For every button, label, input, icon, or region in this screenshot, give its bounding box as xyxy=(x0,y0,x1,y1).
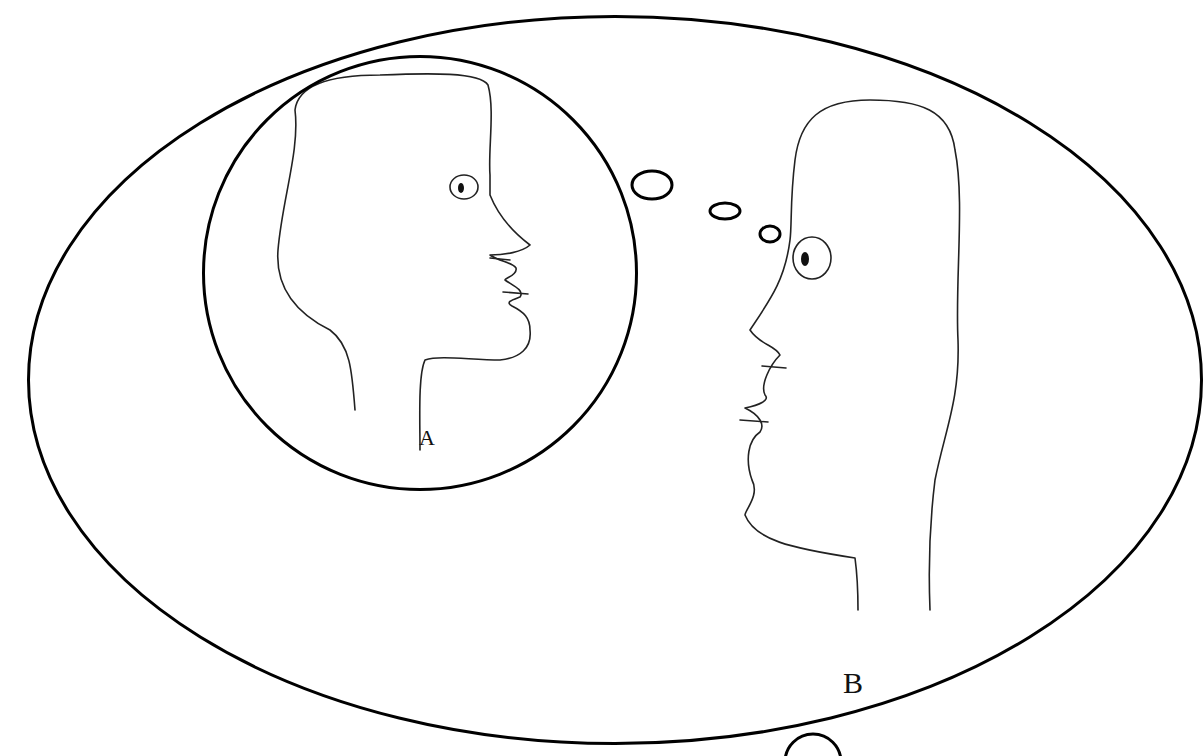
face-a-eye xyxy=(450,175,478,199)
thought-bubble xyxy=(710,203,740,219)
thought-bubble xyxy=(760,226,780,242)
face-b-pupil xyxy=(801,252,809,266)
face-label: A xyxy=(419,427,435,449)
thought-bubble xyxy=(632,171,672,199)
face-a-lips xyxy=(490,258,528,294)
thought-bubble xyxy=(785,734,841,756)
circle-border xyxy=(204,57,637,490)
face-b-outline xyxy=(745,100,960,610)
face-b-lips xyxy=(740,366,786,422)
circle-outline xyxy=(202,55,638,491)
thought-circle: A xyxy=(202,55,638,491)
face-a-pupil xyxy=(458,183,464,193)
ellipse-border xyxy=(29,17,1202,744)
face-a-outline xyxy=(278,74,530,450)
face-label: B xyxy=(843,668,863,698)
ellipse-outline xyxy=(27,15,1203,745)
face-b-eye xyxy=(793,237,831,279)
enclosing-ellipse: BA xyxy=(27,15,1203,745)
